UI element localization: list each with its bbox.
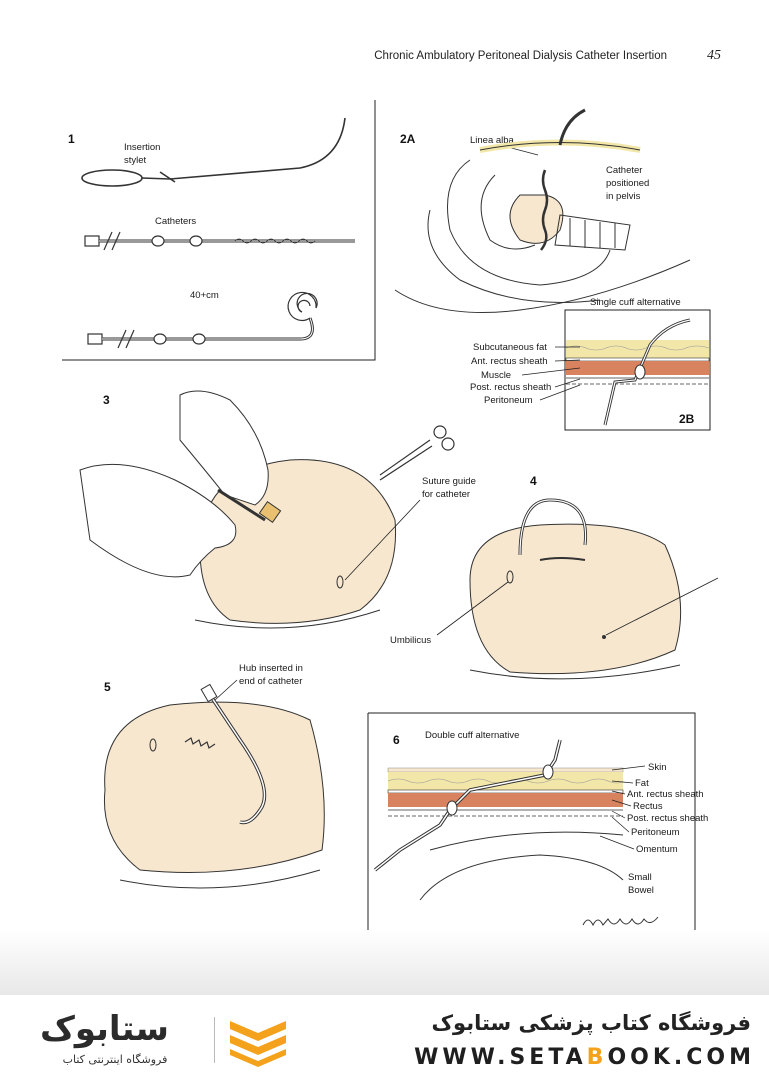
fig2a-linea-alba-label: Linea alba	[470, 135, 515, 146]
fig2b-title: Single cuff alternative	[590, 297, 681, 308]
book-stack-icon	[230, 1021, 286, 1067]
store-url-part1: WWW.SETA	[414, 1045, 587, 1070]
fig2b-layers	[565, 318, 710, 426]
logo-tagline: فروشگاه اینترنتی کتاب	[62, 1053, 168, 1066]
fig2b-number: 2B	[679, 412, 695, 426]
fig2b-layer-2: Muscle	[481, 370, 511, 381]
abdomen-fig5	[103, 683, 325, 889]
fig6-layer-small: Small	[628, 872, 652, 883]
fig6-layer-ant-rectus: Ant. rectus sheath	[627, 789, 704, 800]
store-name: فروشگاه کتاب پزشکی ستابوک	[431, 1011, 751, 1035]
fig6-border	[367, 713, 695, 939]
page-header: Chronic Ambulatory Peritoneal Dialysis C…	[0, 48, 769, 68]
insertion-stylet	[81, 117, 346, 187]
running-title: Chronic Ambulatory Peritoneal Dialysis C…	[374, 50, 667, 62]
illustration-plate: 1 Insertion stylet Catheters 40+cm 2A Li…	[62, 100, 719, 939]
fig1-stylet-label-2: stylet	[124, 155, 147, 166]
fig1-number: 1	[68, 132, 75, 146]
fig6-border-top	[368, 712, 696, 938]
fig6-layer-omentum: Omentum	[636, 844, 678, 855]
artist-signature	[582, 916, 659, 927]
catheter-straight	[84, 231, 355, 251]
catheter-coiled	[87, 291, 318, 349]
hemostat	[379, 425, 455, 481]
fig3-suture-guide-2: for catheter	[422, 489, 470, 500]
fig6-layers	[373, 739, 624, 901]
footer-banner: ستابوک فروشگاه اینترنتی کتاب فروشگاه کتا…	[0, 995, 769, 1080]
fig6-layer-fat: Fat	[635, 778, 649, 789]
footer-fade	[0, 930, 769, 1000]
fig6-layer-rectus: Rectus	[633, 801, 663, 812]
gloved-hands	[79, 390, 282, 578]
page-number: 45	[707, 48, 721, 63]
fig2b-layer-1: Ant. rectus sheath	[471, 356, 548, 367]
fig5-number: 5	[104, 680, 111, 694]
fig1-border	[62, 100, 376, 361]
fig6-layer-skin: Skin	[648, 762, 666, 773]
fig6-layer-bowel: Bowel	[628, 885, 654, 896]
fig2a-number: 2A	[400, 132, 416, 146]
fig2a-catheter-label-3: in pelvis	[606, 191, 641, 202]
fig6-title: Double cuff alternative	[425, 730, 519, 741]
store-url-accent: B	[586, 1045, 608, 1070]
fig4-umbilicus-label: Umbilicus	[390, 635, 431, 646]
fig5-hub-label-2: end of catheter	[239, 676, 302, 687]
fig6-layer-post-rectus: Post. rectus sheath	[627, 813, 708, 824]
fig2b-layer-4: Peritoneum	[484, 395, 533, 406]
pelvis-sagittal-illustration	[394, 108, 691, 313]
abdomen-fig4	[469, 498, 719, 680]
fig1-stylet-label-1: Insertion	[124, 142, 160, 153]
fig4-number: 4	[530, 474, 537, 488]
fig3-number: 3	[103, 393, 110, 407]
logo-wordmark: ستابوک	[40, 1009, 169, 1049]
fig5-hub-label-1: Hub inserted in	[239, 663, 303, 674]
fig3-suture-guide-1: Suture guide	[422, 476, 476, 487]
fig1-length-label: 40+cm	[190, 290, 219, 301]
logo-divider	[214, 1017, 215, 1063]
fig1-catheters-label: Catheters	[155, 216, 196, 227]
store-url[interactable]: WWW.SETABOOK.COM	[414, 1045, 755, 1070]
fig2b-layer-3: Post. rectus sheath	[470, 382, 551, 393]
fig2a-catheter-label-1: Catheter	[606, 165, 642, 176]
store-url-part2: OOK.COM	[607, 1045, 755, 1070]
fig2a-catheter-label-2: positioned	[606, 178, 649, 189]
fig6-layer-peritoneum: Peritoneum	[631, 827, 680, 838]
fig2b-layer-0: Subcutaneous fat	[473, 342, 547, 353]
fig6-number: 6	[393, 733, 400, 747]
